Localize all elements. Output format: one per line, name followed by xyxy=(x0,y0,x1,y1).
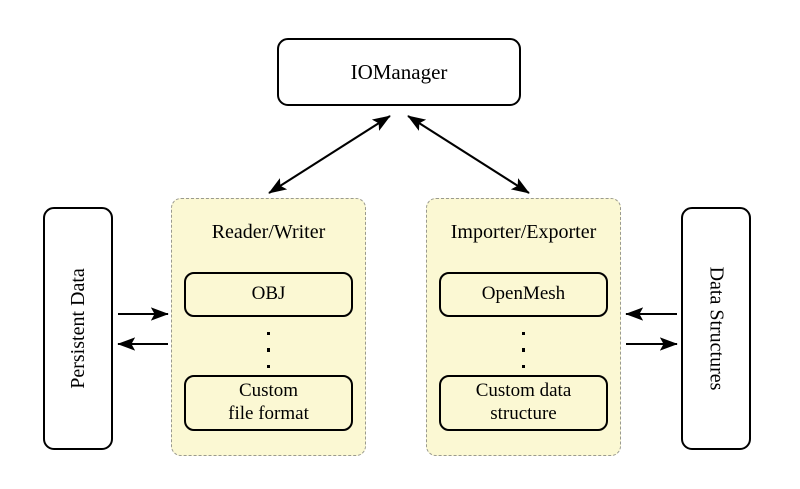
group-title-importer-exporter: Importer/Exporter xyxy=(450,221,597,243)
group-title-reader-writer: Reader/Writer xyxy=(211,221,326,243)
node-custom-file-format-label: Custom file format xyxy=(228,380,309,426)
ellipsis-dot xyxy=(266,332,271,336)
io-manager-label: IOManager xyxy=(350,59,448,84)
ellipsis-dot xyxy=(266,348,271,352)
custom-file-format-line2: file format xyxy=(228,403,309,424)
custom-data-structure-line2: structure xyxy=(490,403,557,424)
arrow-manager-reader-writer xyxy=(268,115,391,194)
group-panel-reader-writer[interactable]: Reader/Writer OBJ Custom file format xyxy=(171,198,366,456)
node-openmesh-label: OpenMesh xyxy=(481,283,566,305)
custom-file-format-line1: Custom xyxy=(238,380,299,402)
group-panel-importer-exporter[interactable]: Importer/Exporter OpenMesh Custom data s… xyxy=(426,198,621,456)
ellipsis-reader-writer xyxy=(172,332,365,368)
node-custom-data-structure[interactable]: Custom data structure xyxy=(439,375,608,431)
ellipsis-dot xyxy=(521,364,526,368)
node-custom-file-format[interactable]: Custom file format xyxy=(184,375,353,431)
ellipsis-dot xyxy=(521,332,526,336)
arrow-manager-importer-exporter xyxy=(407,115,530,194)
io-manager-node[interactable]: IOManager xyxy=(277,38,521,106)
node-data-structures[interactable]: Data Structures xyxy=(681,207,751,450)
node-persistent-data[interactable]: Persistent Data xyxy=(43,207,113,450)
node-openmesh[interactable]: OpenMesh xyxy=(439,272,608,317)
ellipsis-importer-exporter xyxy=(427,332,620,368)
persistent-data-label: Persistent Data xyxy=(66,268,89,389)
ellipsis-dot xyxy=(266,364,271,368)
node-custom-data-structure-label: Custom data structure xyxy=(476,380,572,426)
node-obj[interactable]: OBJ xyxy=(184,272,353,317)
ellipsis-dot xyxy=(521,348,526,352)
custom-data-structure-line1: Custom data xyxy=(475,380,572,402)
node-obj-label: OBJ xyxy=(251,283,286,305)
data-structures-label: Data Structures xyxy=(705,266,728,391)
